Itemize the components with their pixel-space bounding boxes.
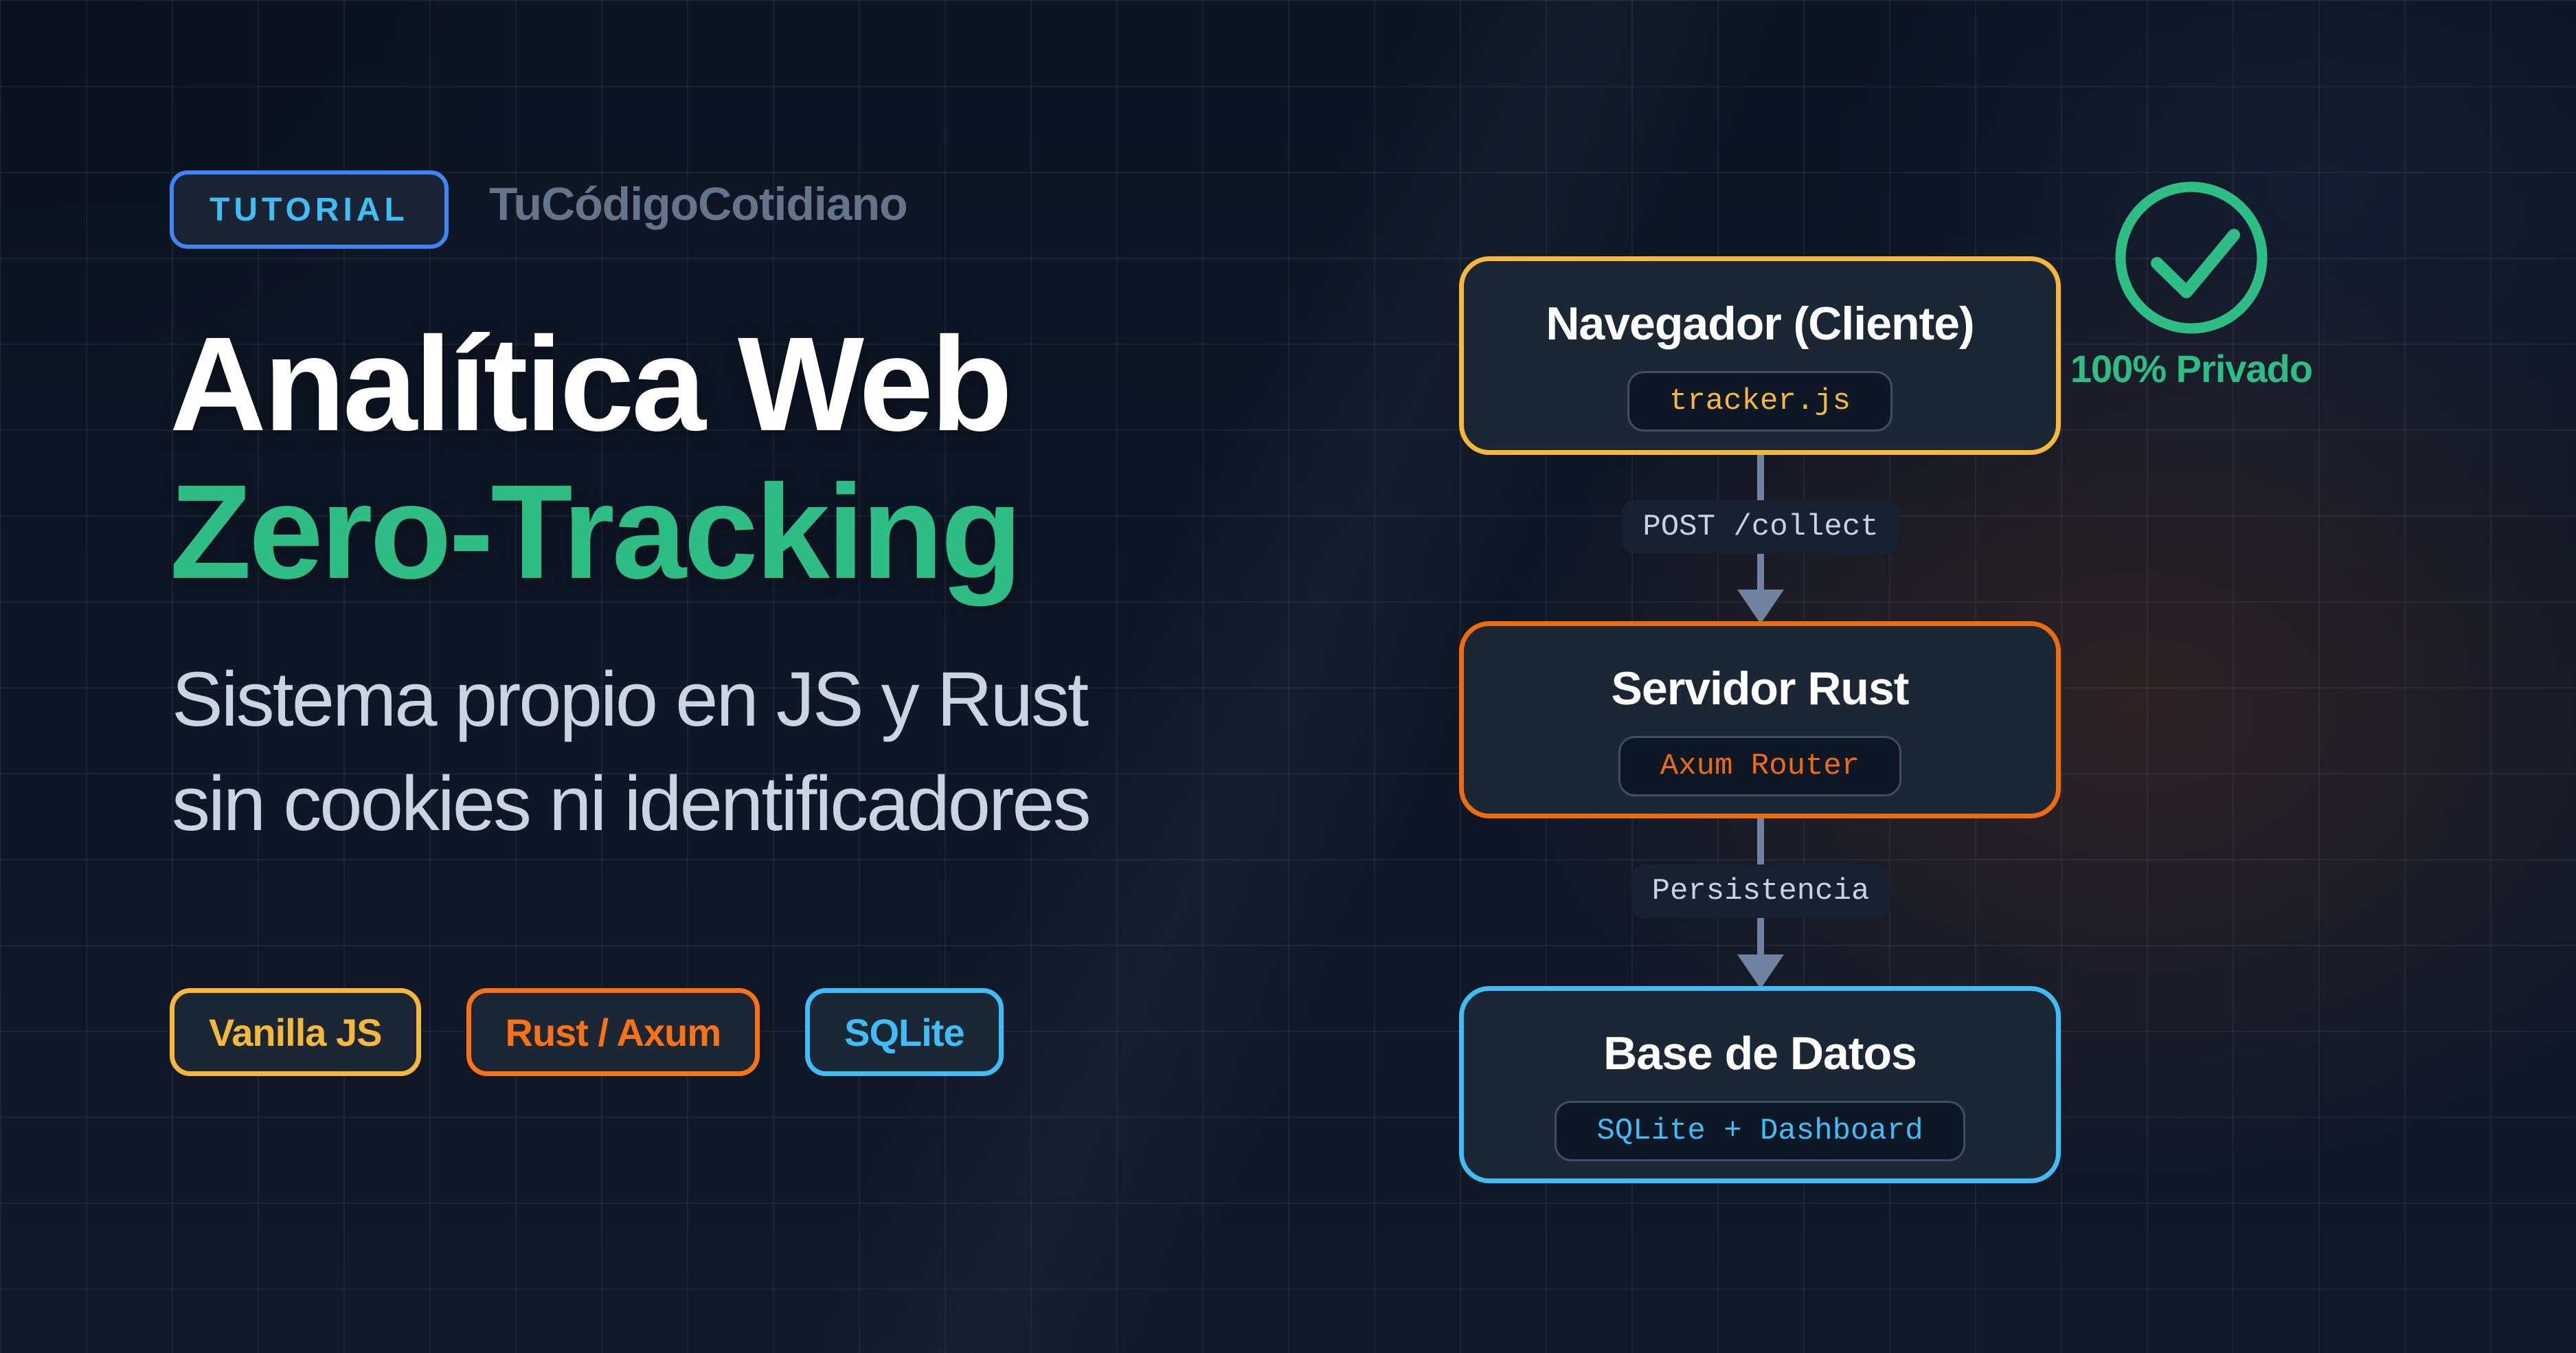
tech-badge-vanilla-js: Vanilla JS bbox=[170, 988, 421, 1076]
subtitle-line-1: Sistema propio en JS y Rust bbox=[172, 656, 1089, 742]
arrow-down-icon bbox=[1737, 590, 1784, 624]
flow-arrow-persist: Persistencia bbox=[1631, 818, 1890, 992]
node-tag-label: Axum Router bbox=[1660, 749, 1860, 783]
flow-node-database: Base de Datos SQLite + Dashboard bbox=[1459, 986, 2061, 1183]
arrow-line bbox=[1757, 455, 1764, 590]
node-tag-pill: tracker.js bbox=[1627, 371, 1893, 432]
hero-title: Analítica Web Zero-Tracking bbox=[170, 309, 1022, 607]
node-tag-label: tracker.js bbox=[1669, 384, 1851, 418]
check-circle-icon bbox=[2115, 181, 2268, 334]
node-tag-label: SQLite + Dashboard bbox=[1596, 1114, 1923, 1148]
arrow-label-pill: Persistencia bbox=[1631, 864, 1890, 918]
node-tag-pill: Axum Router bbox=[1618, 736, 1902, 796]
arrow-line bbox=[1757, 818, 1764, 954]
node-title: Navegador (Cliente) bbox=[1546, 298, 1974, 350]
arrow-down-icon bbox=[1737, 954, 1784, 989]
title-line-2: Zero-Tracking bbox=[170, 457, 1022, 607]
tech-badge-label: SQLite bbox=[844, 1010, 964, 1054]
tech-badge-rust-axum: Rust / Axum bbox=[466, 988, 760, 1076]
hero-subtitle: Sistema propio en JS y Rust sin cookies … bbox=[172, 647, 1092, 856]
node-title: Servidor Rust bbox=[1611, 662, 1910, 715]
arrow-label-pill: POST /collect bbox=[1622, 500, 1899, 554]
tech-badge-row: Vanilla JS Rust / Axum SQLite bbox=[170, 988, 1004, 1076]
privacy-badge: 100% Privado bbox=[2061, 165, 2322, 391]
channel-name: TuCódigoCotidiano bbox=[489, 178, 908, 230]
tech-badge-label: Vanilla JS bbox=[209, 1010, 382, 1054]
title-line-1: Analítica Web bbox=[170, 309, 1013, 459]
tutorial-badge: TUTORIAL bbox=[170, 170, 449, 249]
tech-badge-sqlite: SQLite bbox=[805, 988, 1004, 1076]
tech-badge-label: Rust / Axum bbox=[505, 1010, 722, 1054]
tutorial-badge-label: TUTORIAL bbox=[210, 191, 409, 228]
flow-node-server: Servidor Rust Axum Router bbox=[1459, 621, 2061, 818]
privacy-label: 100% Privado bbox=[2070, 347, 2313, 390]
subtitle-line-2: sin cookies ni identificadores bbox=[172, 761, 1092, 847]
flow-arrow-collect: POST /collect bbox=[1622, 455, 1899, 627]
node-tag-pill: SQLite + Dashboard bbox=[1555, 1101, 1965, 1161]
flow-node-browser: Navegador (Cliente) tracker.js bbox=[1459, 256, 2061, 455]
node-title: Base de Datos bbox=[1603, 1027, 1917, 1080]
